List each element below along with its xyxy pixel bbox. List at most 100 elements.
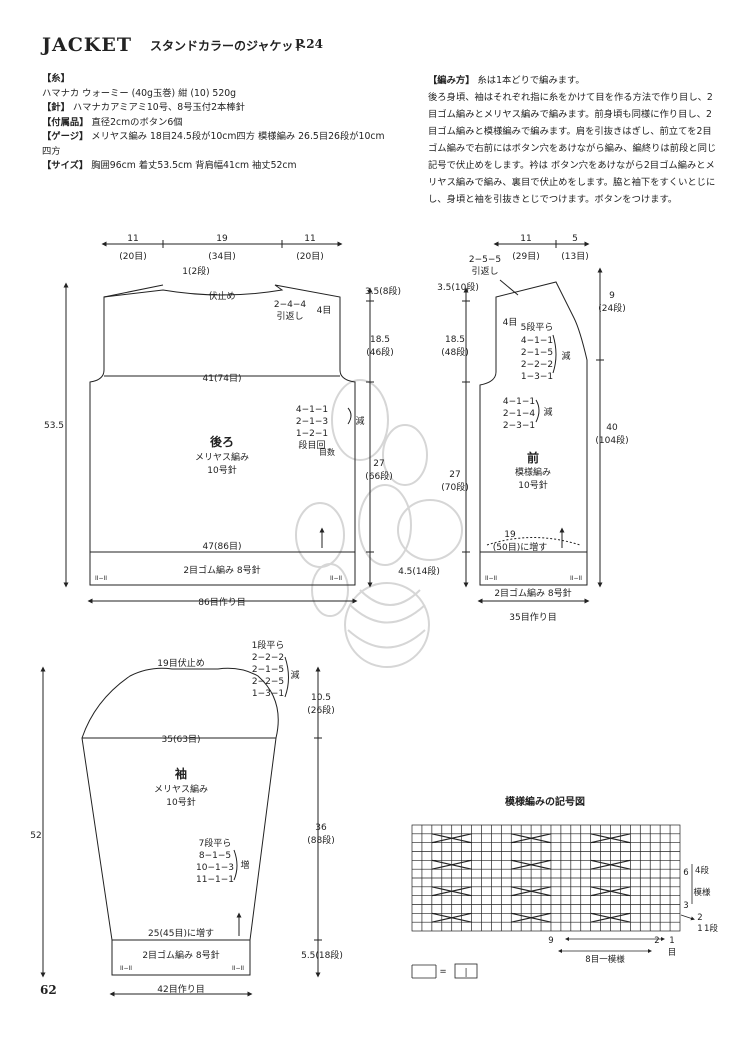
- sleeve-body-rows: (88段): [307, 834, 334, 846]
- front-side-rows: (70段): [441, 481, 468, 493]
- front-increase-note: (50目)に増す: [493, 541, 547, 553]
- cable-cross-symbol: [431, 833, 472, 844]
- front-dim-right-rows: (13目): [561, 251, 588, 262]
- back-count-note-vert: 目数: [319, 447, 335, 457]
- front-band-shaping: 2−5−5: [469, 255, 501, 265]
- front-band-return: 引返し: [471, 265, 498, 277]
- sleeve-rib-height: 5.5(18段): [301, 949, 343, 961]
- cable-cross-symbol: [511, 912, 552, 923]
- cable-cross-symbol: [431, 859, 472, 870]
- front-height: 40: [606, 423, 618, 433]
- sleeve-pattern: メリヤス編み: [154, 783, 208, 795]
- cable-cross-symbol: [431, 886, 472, 897]
- sleeve-dec-word: 減: [290, 669, 299, 681]
- chart-label-pattern: 模様: [693, 887, 711, 898]
- back-side-height: 27: [373, 459, 384, 469]
- back-hem-width: 47(86目): [203, 541, 242, 552]
- front-dim-mid: 11: [520, 234, 531, 244]
- svg-text:II−II: II−II: [232, 965, 244, 972]
- sleeve-cap-dec-2: 2−2−2: [252, 653, 284, 663]
- page-number: 62: [40, 983, 57, 997]
- spec-row-gauge: 【ゲージ】 メリヤス編み 18目24.5段が10cm四方 模様編み 26.5目2…: [42, 131, 385, 142]
- method-label: 【編み方】: [428, 75, 475, 86]
- back-cast-on: 86目作り目: [198, 596, 245, 608]
- front-dim-mid-rows: (29目): [512, 251, 539, 262]
- front-neck-dec-3: 2−1−5: [521, 348, 553, 358]
- sleeve-top-bind: 19目伏止め: [157, 657, 204, 669]
- spec-row-gauge-cont: 四方: [42, 145, 61, 157]
- back-armhole-dec-2: 2−1−3: [296, 417, 328, 427]
- front-increase: 19: [504, 530, 516, 540]
- sleeve-cap-dec-1: 1段平ら: [252, 639, 285, 651]
- back-armhole-rows: (46段): [366, 346, 393, 358]
- front-armhole-dec-3: 2−3−1: [503, 421, 535, 431]
- front-neck-dec-5: 1−3−1: [521, 372, 553, 382]
- back-dim-mid: 19: [216, 234, 228, 244]
- sleeve-cast-on: 42目作り目: [157, 983, 204, 995]
- back-dim-left-rows: (20目): [119, 251, 146, 262]
- chart-title: 模様編みの記号図: [505, 795, 585, 808]
- method-body: 後ろ身頃、袖はそれぞれ指に糸をかけて目を作る方法で作り目し、2目ゴム編みとメリヤ…: [428, 92, 717, 205]
- back-shoulder-shaping: 2−4−4: [274, 300, 307, 310]
- back-dim-mid-rows: (34目): [208, 251, 235, 262]
- back-armhole-dec-3: 1−2−1: [296, 429, 328, 439]
- chart-label-1row: 1段: [704, 923, 718, 934]
- stitch-chart-grid: [411, 824, 681, 932]
- cable-cross-symbol: [590, 833, 631, 844]
- svg-text:II−II: II−II: [120, 965, 132, 972]
- svg-text:II−II: II−II: [485, 575, 497, 582]
- cable-cross-symbol: [590, 886, 631, 897]
- back-name: 後ろ: [210, 434, 234, 449]
- back-armhole-height: 18.5: [370, 335, 390, 345]
- back-shoulder-height: 3.5(8段): [365, 285, 401, 297]
- sleeve-rib-label: 2目ゴム編み 8号針: [142, 949, 219, 961]
- front-armhole-dec-1: 4−1−1: [503, 397, 535, 407]
- back-width: 41(74目): [203, 373, 242, 384]
- sleeve-body-height: 36: [315, 823, 327, 833]
- chart-bottom-eye: 目: [668, 948, 677, 958]
- cable-cross-symbol: [511, 886, 552, 897]
- front-neck-dec-4: 2−2−2: [521, 360, 553, 370]
- chart-repeat-label: 8目一模様: [585, 954, 625, 965]
- back-rib-height: 4.5(14段): [398, 565, 440, 577]
- materials-spec: 【糸】 ハマナカ ウォーミー (40g玉巻) 紺 (10) 520g 【針】 ハ…: [42, 72, 412, 174]
- page-reference: P.24: [295, 37, 323, 51]
- back-neck-rows: 1(2段): [182, 265, 209, 277]
- svg-text:II−II: II−II: [330, 575, 342, 582]
- front-shoulder-height: 3.5(10段): [437, 281, 479, 293]
- knitting-method: 【編み方】 糸は1本どりで編みます。 後ろ身頃、袖はそれぞれ指に糸をかけて目を作…: [428, 72, 720, 208]
- front-armhole-dec-2: 2−1−4: [503, 409, 536, 419]
- front-rib-label: 2目ゴム編み 8号針: [494, 587, 571, 599]
- sleeve-inc-1: 7段平ら: [199, 837, 232, 849]
- cable-cross-symbol: [511, 859, 552, 870]
- back-rib-label: 2目ゴム編み 8号針: [183, 564, 260, 576]
- page-title: JACKET: [42, 34, 132, 56]
- sleeve-diagram: [40, 656, 322, 997]
- sleeve-cap-dec-5: 1−3−1: [252, 689, 284, 699]
- chart-bottom-1: 1: [669, 936, 674, 946]
- rib-edge-markers: II−II II−II II−II II−II II−II II−II: [95, 575, 582, 972]
- chart-annotations: [411, 864, 695, 979]
- back-pattern: メリヤス編み: [195, 451, 249, 463]
- cable-cross-symbol: [511, 833, 552, 844]
- spec-row-yarn-label: 【糸】: [42, 73, 70, 84]
- spec-row-size: 【サイズ】 胸囲96cm 着丈53.5cm 背肩幅41cm 袖丈52cm: [42, 160, 297, 171]
- front-armhole-dec-word: 減: [543, 406, 552, 418]
- front-armhole-rows: (48段): [441, 346, 468, 358]
- front-side-height: 27: [449, 470, 460, 480]
- sleeve-total-height: 52: [30, 831, 41, 841]
- sleeve-cap-height: 10.5: [311, 693, 331, 703]
- front-neck-dec-2: 4−1−1: [521, 336, 553, 346]
- front-pattern: 模様編み: [515, 466, 551, 478]
- front-dim-right: 5: [572, 234, 578, 244]
- cactus-watermark-icon: [295, 379, 463, 668]
- front-neck-dec-1: 5段平ら: [521, 321, 554, 333]
- sleeve-needle: 10号針: [166, 796, 195, 808]
- sleeve-labels: 19目伏止め 1段平ら 2−2−2 2−1−5 2−2−5 1−3−1 減 10…: [30, 639, 343, 995]
- back-armhole-dec-1: 4−1−1: [296, 405, 328, 415]
- legend-mark: |: [465, 968, 468, 978]
- front-labels: 2−5−5 引返し 11 (29目) 5 (13目) 3.5(10段) 4目 9…: [437, 234, 629, 623]
- sleeve-cap-rows: (26段): [307, 704, 334, 716]
- chart-label-4rows: 4段: [695, 865, 709, 876]
